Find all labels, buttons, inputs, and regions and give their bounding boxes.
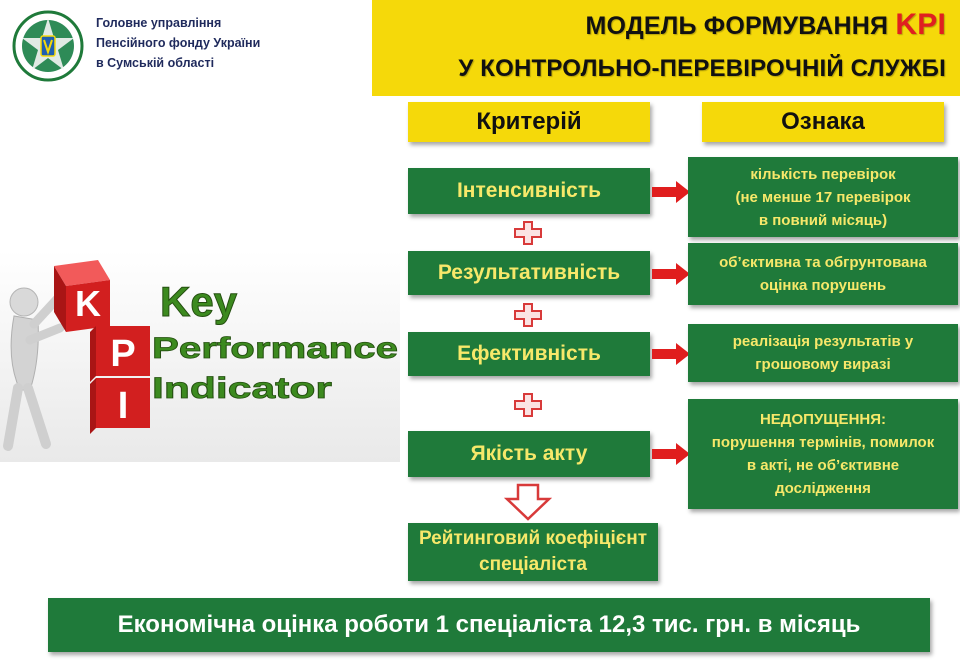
kpi-word-key: Key <box>160 278 238 325</box>
feature-box-efficiency: реалізація результатів у грошовому вираз… <box>688 324 958 382</box>
plus-icon <box>514 393 542 417</box>
kpi-illustration: K P I Key Performance Indicator <box>0 250 400 462</box>
title-line2: У КОНТРОЛЬНО-ПЕРЕВІРОЧНІЙ СЛУЖБІ <box>458 55 946 82</box>
column-header-feature: Ознака <box>702 102 944 142</box>
feature-line: реалізація результатів у <box>732 333 914 350</box>
feature-line: дослідження <box>775 480 871 497</box>
rating-line1: Рейтинговий коефіцієнт <box>418 528 648 549</box>
feature-box-result: об’єктивна та обгрунтована оцінка поруше… <box>688 243 958 305</box>
feature-line: порушення термінів, помилок <box>711 434 935 451</box>
feature-line: в повний місяць) <box>758 211 888 229</box>
cube-p: P <box>90 326 150 382</box>
cube-letter-k: K <box>75 283 101 324</box>
org-name-line1: Головне управління <box>96 16 222 30</box>
rating-line2: спеціаліста <box>479 554 587 575</box>
down-arrow-icon <box>504 483 552 521</box>
kpi-word-performance: Performance <box>152 332 398 365</box>
rating-coefficient-box: Рейтинговий коефіцієнт спеціаліста <box>408 523 658 581</box>
org-name-line2: Пенсійного фонду України <box>96 36 261 50</box>
cube-i: I <box>90 378 150 434</box>
cube-letter-p: P <box>110 333 135 375</box>
cube-k: K <box>54 260 110 332</box>
title-band: МОДЕЛЬ ФОРМУВАННЯ KPI У КОНТРОЛЬНО-ПЕРЕВ… <box>372 0 960 96</box>
column-header-criterion: Критерій <box>408 102 650 142</box>
feature-line: оцінка порушень <box>759 277 887 294</box>
feature-line: (не менше 17 перевірок <box>735 188 911 206</box>
red-right-arrow-icon <box>652 181 690 203</box>
red-right-arrow-icon <box>652 443 690 465</box>
feature-line: НЕДОПУЩЕННЯ: <box>759 411 887 428</box>
cube-letter-i: I <box>118 385 129 427</box>
criterion-efficiency: Ефективність <box>408 332 650 376</box>
org-name-line3: в Сумській області <box>96 56 215 70</box>
red-right-arrow-icon <box>652 343 690 365</box>
feature-line: об’єктивна та обгрунтована <box>719 254 927 271</box>
pension-fund-logo-icon <box>12 10 84 82</box>
feature-line: в акті, не об’єктивне <box>746 457 900 474</box>
feature-box-intensity: кількість перевірок (не менше 17 перевір… <box>688 157 958 237</box>
kpi-word-indicator: Indicator <box>152 372 332 405</box>
criterion-intensity: Інтенсивність <box>408 168 650 214</box>
title-kpi-accent: KPI <box>895 8 946 41</box>
feature-box-act-quality: НЕДОПУЩЕННЯ: порушення термінів, помилок… <box>688 399 958 509</box>
title-line1-prefix: МОДЕЛЬ ФОРМУВАННЯ <box>585 12 896 40</box>
criterion-act-quality: Якість акту <box>408 431 650 477</box>
criterion-result: Результативність <box>408 251 650 295</box>
plus-icon <box>514 221 542 245</box>
economic-evaluation-banner: Економічна оцінка роботи 1 спеціаліста 1… <box>48 598 930 652</box>
red-right-arrow-icon <box>652 263 690 285</box>
feature-line: кількість перевірок <box>750 165 896 183</box>
feature-line: грошовому виразі <box>755 356 891 373</box>
title-line1: МОДЕЛЬ ФОРМУВАННЯ KPI <box>586 8 947 42</box>
plus-icon <box>514 303 542 327</box>
